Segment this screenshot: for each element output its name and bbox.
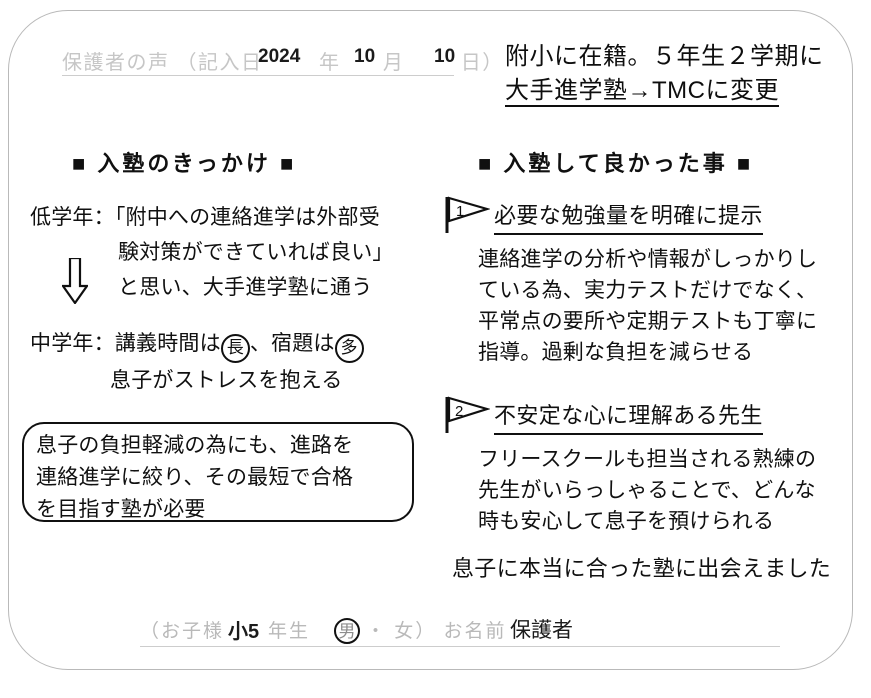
low-grade-block: 低学年：「附中への連絡進学は外部受 験対策ができていれば良い」 と思い、大手進学… (30, 200, 394, 305)
footer-gender-male-circled: 男 (334, 618, 360, 644)
footer-faint-child-label: （お子様 (140, 621, 232, 642)
section-heading-motivation: ■ 入塾のきっかけ ■ (72, 151, 297, 176)
form-header-year-value: 2024 (258, 46, 301, 67)
footer-faint-gender-name-label: ・ 女） お名前 (366, 621, 507, 642)
intro-note-line-2-underlined: 大手進学塾→TMCに変更 (505, 77, 779, 107)
point-title-1: 必要な勉強量を明確に提示 (494, 198, 763, 235)
pennant-flag-number-1: 1 (456, 203, 464, 220)
form-header-faint-label: 保護者の声 （記入日 年 月 日） (62, 52, 504, 74)
form-header-day-value: 10 (434, 46, 456, 67)
pennant-flag-number-2: 2 (455, 403, 463, 420)
low-grade-line-2: 験対策ができていれば良い」 (118, 241, 394, 264)
intro-note-line-1: 附小に在籍。５年生２学期に (505, 43, 824, 70)
mid-grade-block: 中学年：講義時間は長、宿題は多 息子がストレスを抱える (30, 326, 364, 398)
conclusion-line-1: 息子の負担軽減の為にも、進路を (36, 434, 354, 457)
intro-note-line-2-wrapper: 大手進学塾→TMCに変更 (505, 74, 824, 108)
footer-underline (140, 646, 780, 647)
conclusion-callout-text: 息子の負担軽減の為にも、進路を 連絡進学に絞り、その最短で合格 を目指す塾が必要 (36, 430, 408, 526)
point-2-line-3: 時も安心して息子を預けられる (478, 510, 775, 533)
low-grade-line-3: と思い、大手進学塾に通う (118, 276, 373, 299)
form-header-underline (62, 75, 454, 76)
form-header-row: 保護者の声 （記入日 年 月 日） 2024 10 10 (62, 44, 502, 78)
circled-annotation-long: 長 (220, 334, 250, 363)
closing-note: 息子に本当に合った塾に出会えました (452, 556, 832, 581)
point-1-line-3: 平常点の要所や定期テストも丁寧に (478, 310, 818, 333)
conclusion-callout-box (22, 422, 414, 522)
pennant-flag-icon-2: 2 (445, 396, 490, 433)
footer-faint-grade-label: 年生 (268, 621, 325, 642)
intro-note: 附小に在籍。５年生２学期に 大手進学塾→TMCに変更 (505, 40, 824, 108)
point-body-2: フリースクールも担当される熟練の 先生がいらっしゃることで、どんな 時も安心して… (478, 444, 852, 537)
mid-grade-label: 中学年： (30, 332, 115, 355)
footer-grade-value: 小5 (228, 621, 260, 643)
point-body-1: 連絡進学の分析や情報がしっかりし ている為、実力テストだけでなく、 平常点の要所… (478, 244, 852, 368)
point-title-2: 不安定な心に理解ある先生 (494, 398, 763, 435)
point-2-line-1: フリースクールも担当される熟練の (478, 448, 817, 471)
pennant-flag-icon-1: 1 (445, 196, 490, 233)
footer-row: （お子様 小5 年生 男 ・ 女） お名前 保護者 (140, 616, 780, 650)
footer-guardian-value: 保護者 (510, 619, 573, 642)
low-grade-label: 低学年： (30, 206, 115, 229)
point-1-line-2: ている為、実力テストだけでなく、 (478, 279, 818, 302)
mid-grade-line-1-part-a: 講義時間は (114, 332, 221, 355)
section-heading-benefits: ■ 入塾して良かった事 ■ (478, 151, 754, 176)
point-1-line-1: 連絡進学の分析や情報がしっかりし (478, 248, 818, 271)
low-grade-line-1: 「附中への連絡進学は外部受 (114, 206, 380, 229)
form-header-month-value: 10 (354, 46, 376, 67)
mid-grade-line-2: 息子がストレスを抱える (110, 369, 343, 392)
point-1-line-4: 指導。過剰な負担を減らせる (478, 341, 754, 364)
down-arrow-icon (62, 258, 88, 304)
mid-grade-line-1-part-b: 、宿題は (249, 332, 335, 355)
conclusion-line-2: 連絡進学に絞り、その最短で合格 (36, 466, 354, 489)
point-2-line-2: 先生がいらっしゃることで、どんな (478, 479, 816, 502)
circled-annotation-many: 多 (334, 334, 364, 363)
conclusion-line-3: を目指す塾が必要 (36, 498, 206, 521)
